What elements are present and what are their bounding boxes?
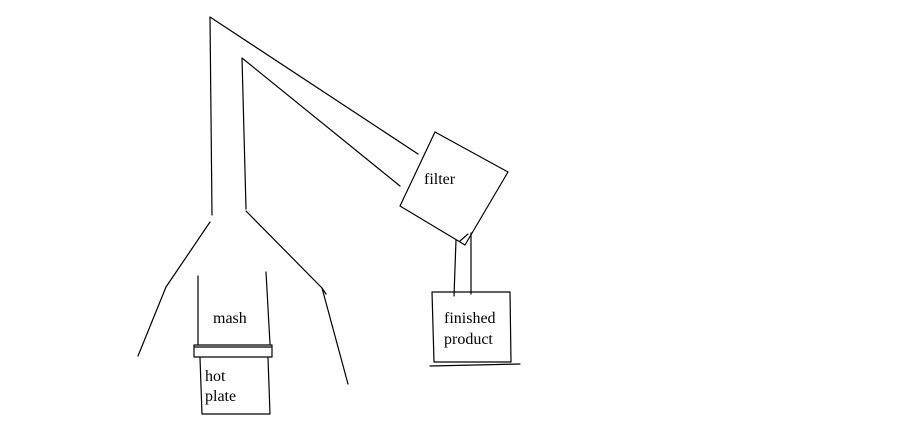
mash-label: mash (213, 310, 247, 327)
drop-pipe (453, 232, 472, 297)
product-container-base (429, 363, 521, 367)
hood-right-tick (321, 287, 327, 295)
filter-box (399, 131, 509, 246)
filter-label: filter (424, 171, 456, 188)
hood-left-side (137, 221, 211, 357)
hot-plate-box (199, 357, 271, 415)
product-container (431, 291, 512, 363)
hood-right-side (245, 210, 349, 385)
hot-plate-label-line2: plate (205, 388, 236, 405)
hot-plate-top-bar (193, 344, 273, 358)
inner-pipe-line (241, 57, 401, 210)
outer-pipe-line (209, 16, 419, 216)
drop-pipe-mark (459, 233, 469, 242)
hot-plate-label-line1: hot (205, 368, 226, 385)
finished-product-label-line2: product (444, 331, 493, 348)
finished-product-label-line1: finished (444, 310, 496, 327)
mash-container (197, 271, 271, 345)
